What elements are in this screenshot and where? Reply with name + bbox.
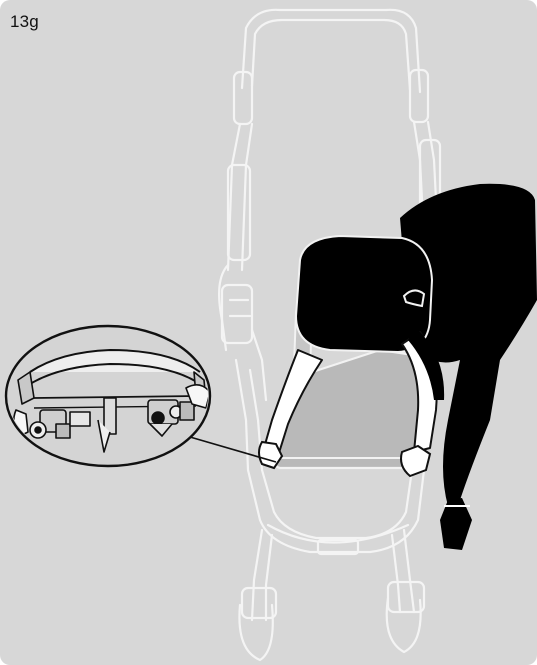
detail-magnifier bbox=[6, 326, 210, 466]
